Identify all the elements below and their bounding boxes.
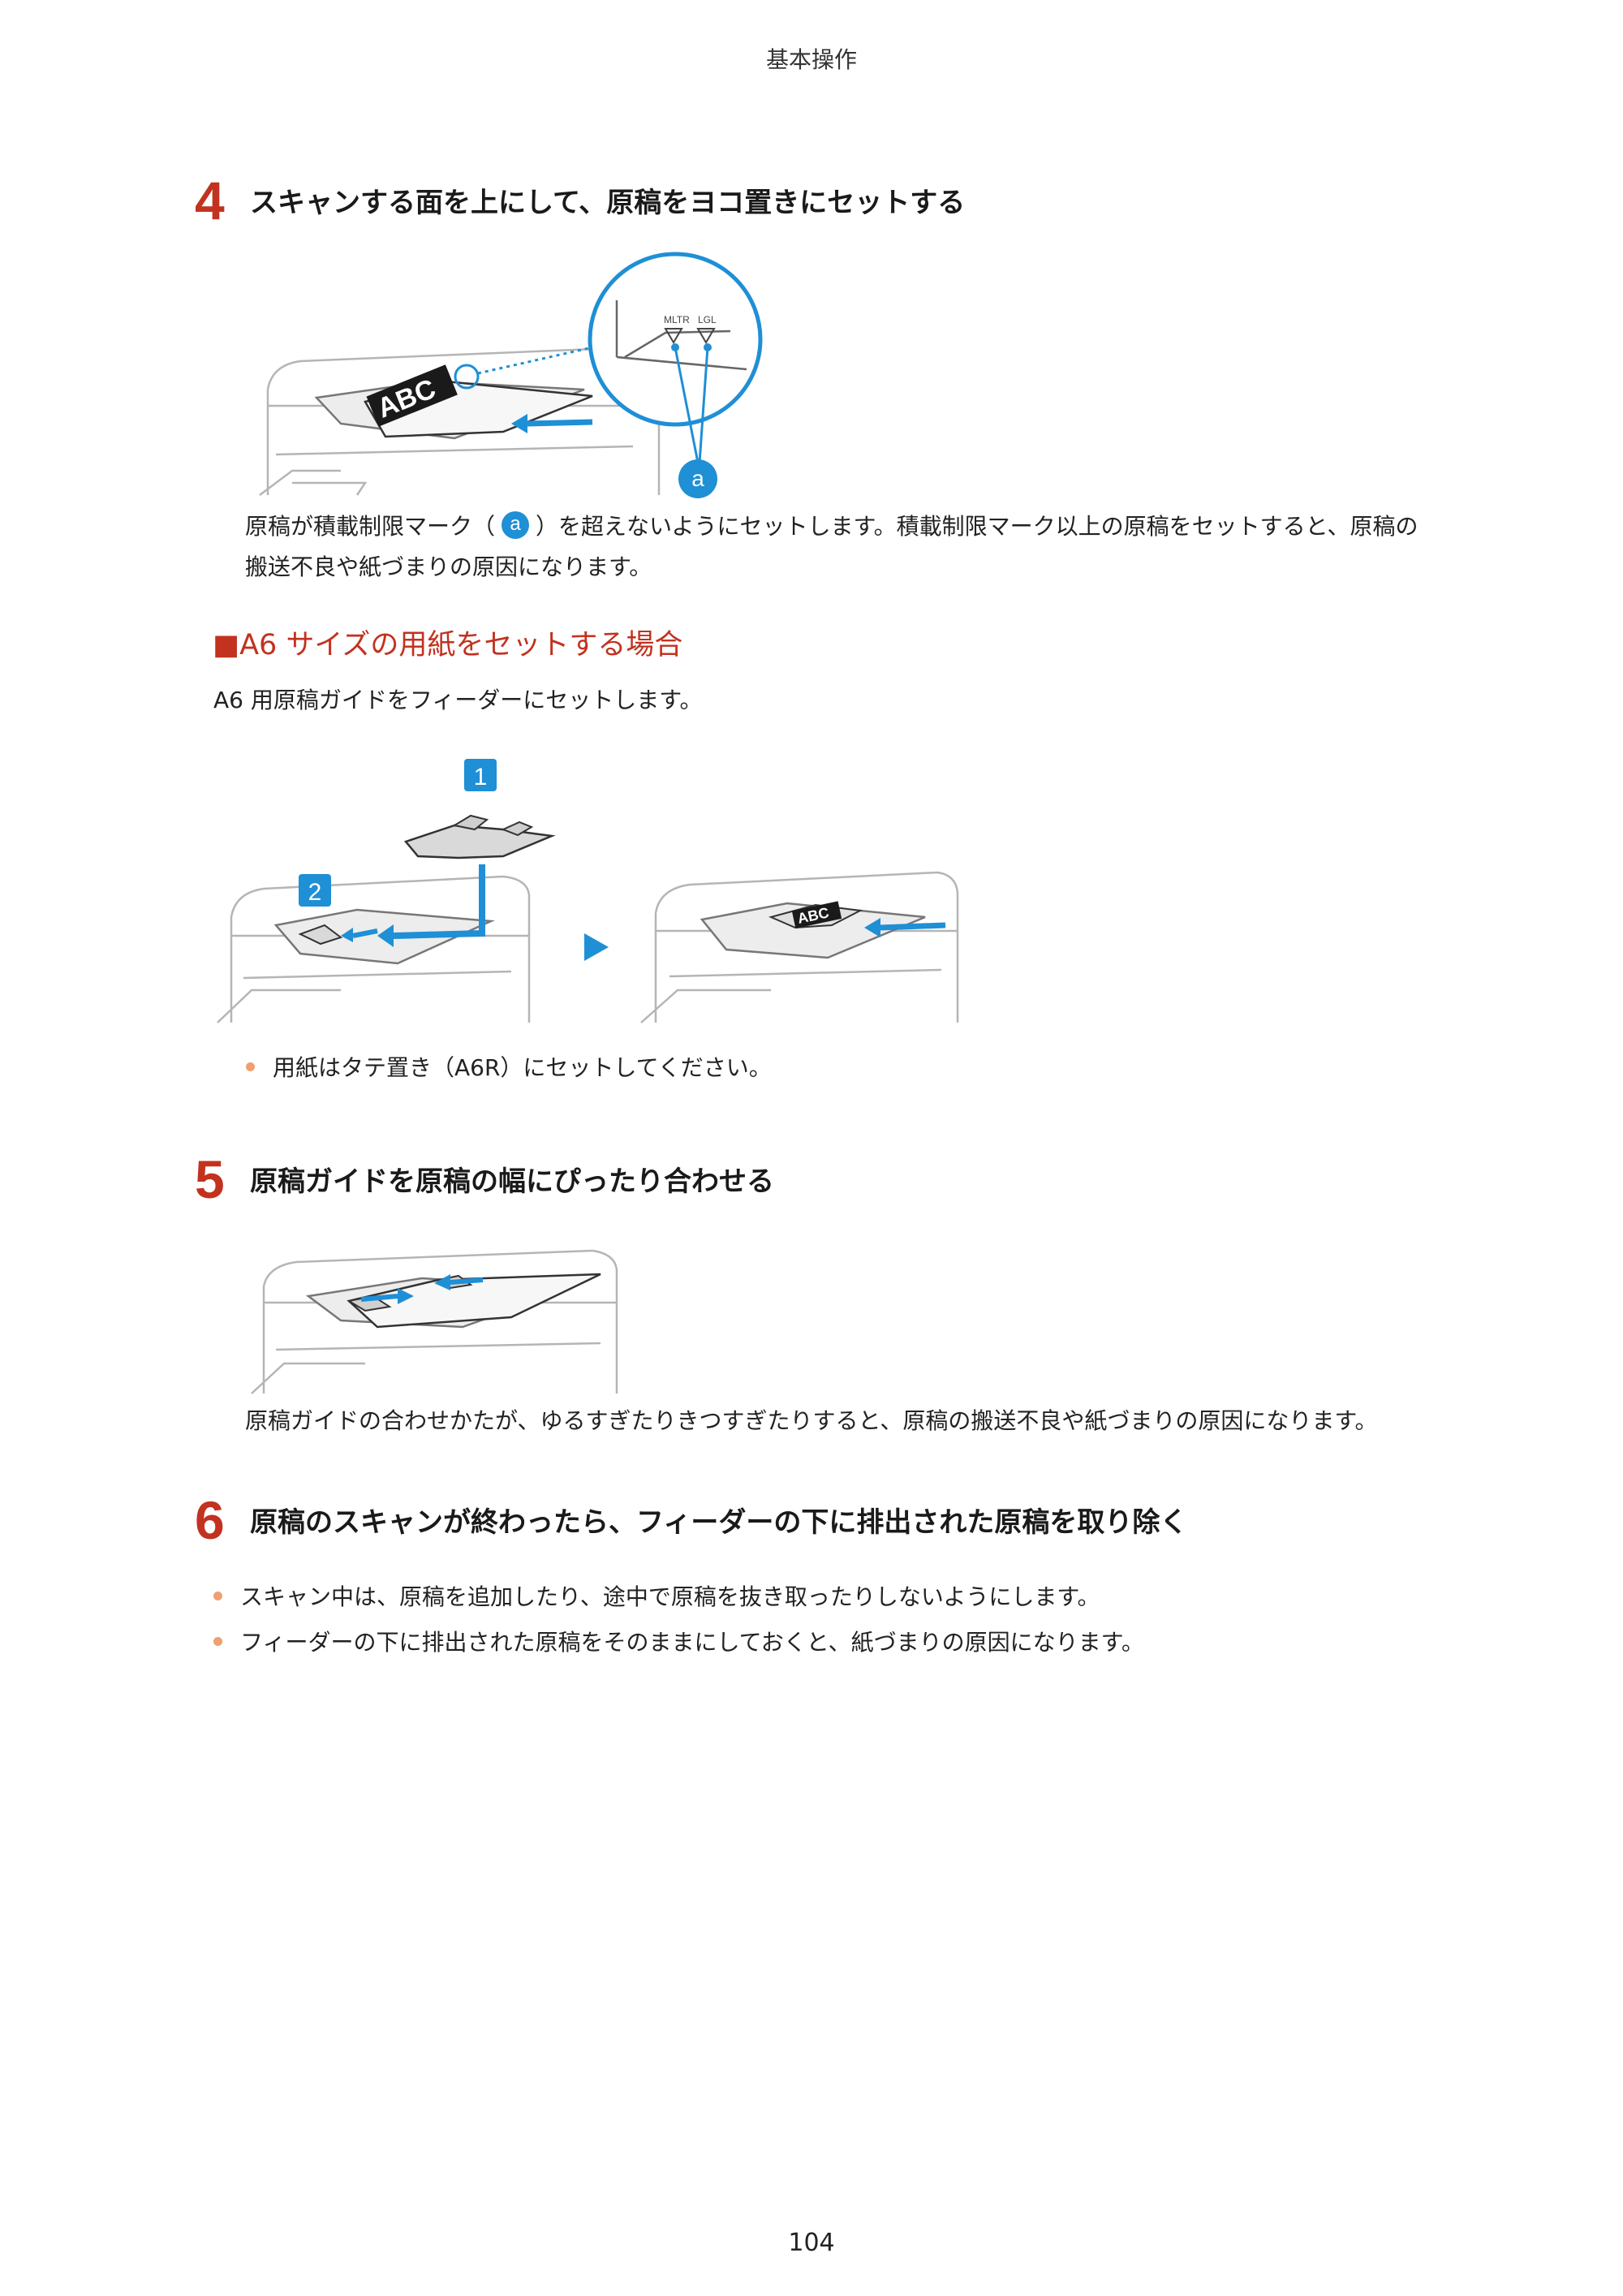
step-title-6: 原稿のスキャンが終わったら、フィーダーの下に排出された原稿を取り除く (250, 1506, 1188, 1539)
svg-text:LGL: LGL (698, 314, 717, 325)
callout-a-icon: a (678, 459, 717, 498)
callout-2-icon: 2 (299, 874, 331, 907)
step6-bullet-2: フィーダーの下に排出された原稿をそのままにしておくと、紙づまりの原因になります。 (213, 1625, 1144, 1657)
callout-1-icon: 1 (464, 759, 497, 791)
step6-bullet-1: スキャン中は、原稿を追加したり、途中で原稿を抜き取ったりしないようにします。 (213, 1579, 1100, 1612)
note-text-part2: ）を超えないようにセットします。積載制限マーク以上の原稿をセットすると、原稿の (536, 513, 1419, 540)
note-text-line2: 搬送不良や紙づまりの原因になります。 (245, 554, 652, 580)
step-number-6: 6 (195, 1490, 225, 1550)
a6-abc-sheet: ABC (791, 901, 842, 928)
a6-section-desc: A6 用原稿ガイドをフィーダーにセットします。 (213, 687, 703, 713)
note-text-part1: 原稿が積載制限マーク（ (245, 513, 496, 540)
guide-width-illustration (243, 1221, 649, 1396)
a6-bullet: 用紙はタテ置き（A6R）にセットしてください。 (246, 1050, 772, 1083)
a6-guide-illustration: 1 2 ABC (211, 751, 966, 1027)
step5-note: 原稿ガイドの合わせかたが、ゆるすぎたりきつすぎたりすると、原稿の搬送不良や紙づま… (245, 1407, 1378, 1434)
step-number-4: 4 (195, 170, 225, 230)
a6-section-heading: ■A6 サイズの用紙をセットする場合 (213, 629, 683, 661)
svg-text:2: 2 (308, 879, 322, 906)
svg-text:a: a (691, 466, 704, 491)
bullet-dot-icon (213, 1636, 222, 1646)
step-title-4: スキャンする面を上にして、原稿をヨコ置きにセットする (250, 187, 966, 219)
step-title-5: 原稿ガイドを原稿の幅にぴったり合わせる (250, 1165, 774, 1198)
bullet-dot-icon (246, 1062, 255, 1071)
load-limit-mark-a-icon: a (502, 511, 530, 539)
svg-text:MLTR: MLTR (664, 314, 690, 325)
feeder-illustration-step4: ABC MLTR LGL a (243, 243, 771, 503)
page-number: 104 (788, 2229, 835, 2257)
page-header: 基本操作 (765, 46, 857, 73)
bullet-dot-icon (213, 1591, 222, 1600)
step-number-5: 5 (195, 1149, 225, 1209)
step4-note: 原稿が積載制限マーク（a）を超えないようにセットします。積載制限マーク以上の原稿… (245, 506, 1543, 588)
svg-text:1: 1 (474, 764, 488, 790)
guide-mark-icons: MLTR LGL (664, 314, 717, 344)
